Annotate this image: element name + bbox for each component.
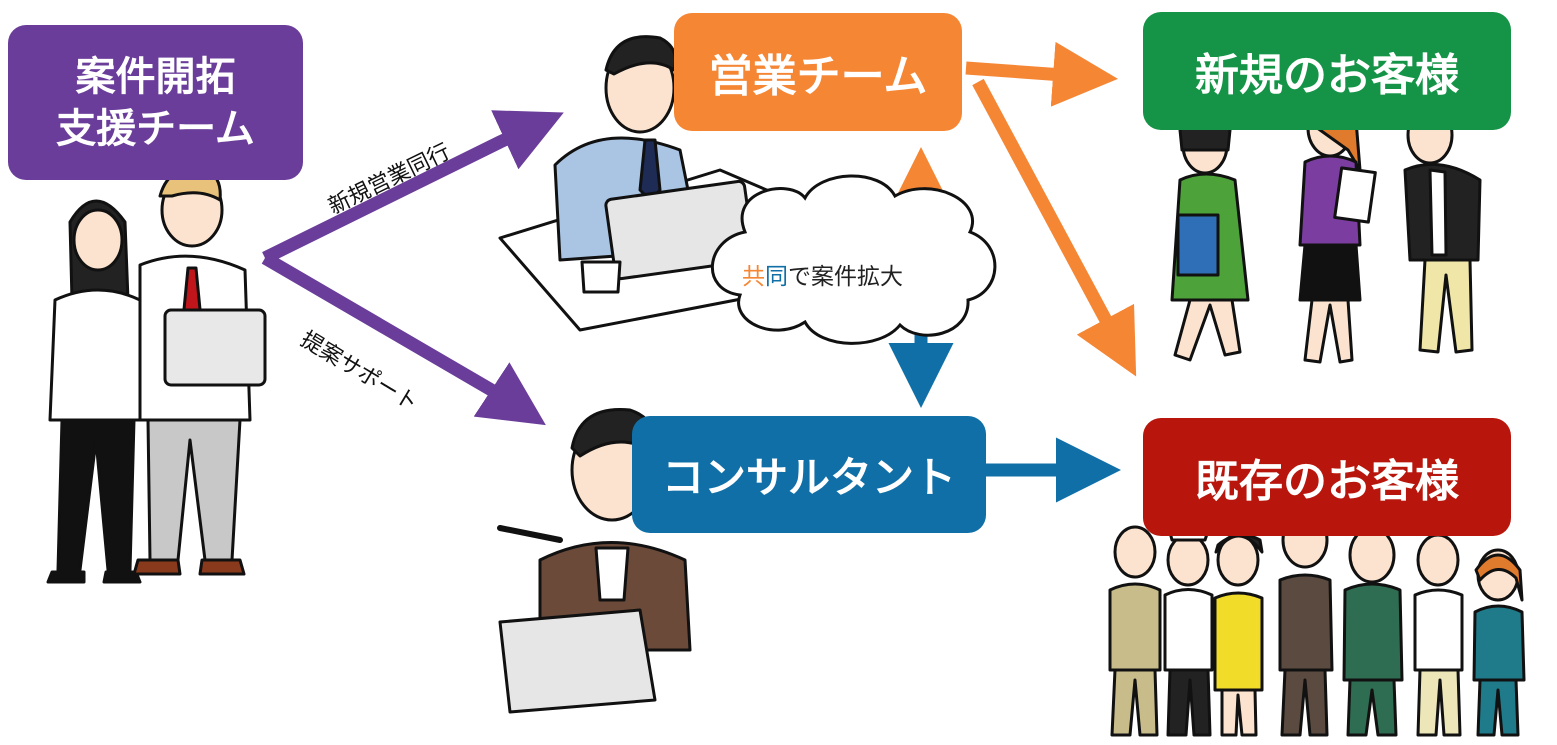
support-team-node: 案件開拓 支援チーム	[8, 25, 303, 180]
arrow-support-to-sales	[262, 110, 564, 264]
cloud-label: 共同で案件拡大	[742, 257, 903, 291]
new-customers-illustration	[1170, 98, 1482, 364]
arrow-sales-to-existing	[972, 78, 1137, 377]
support-team-line1: 案件開拓	[75, 53, 236, 100]
sales-team-node: 営業チーム	[674, 13, 962, 131]
existing-customers-illustration	[1108, 511, 1526, 737]
existing-customers-label: 既存のお客様	[1195, 456, 1459, 507]
new-customers-node: 新規のお客様	[1143, 12, 1511, 130]
arrows	[261, 41, 1137, 503]
arrow-sales-to-new	[965, 41, 1118, 107]
consultant-label: コンサルタント	[661, 453, 956, 502]
cloud-label-part1: 共	[742, 264, 765, 290]
existing-customers-node: 既存のお客様	[1143, 418, 1511, 536]
support-team-line2: 支援チーム	[56, 105, 255, 152]
new-customers-label: 新規のお客様	[1195, 50, 1459, 101]
cloud-label-part2: 同	[765, 264, 788, 290]
arrow-support-to-consultant	[261, 252, 546, 426]
collaboration-cloud	[711, 174, 997, 345]
consultant-illustration	[497, 407, 692, 714]
cloud-label-part3: で案件拡大	[788, 264, 903, 290]
sales-team-label: 営業チーム	[708, 51, 928, 102]
support-team-illustration	[46, 167, 267, 584]
consultant-node: コンサルタント	[632, 416, 986, 533]
